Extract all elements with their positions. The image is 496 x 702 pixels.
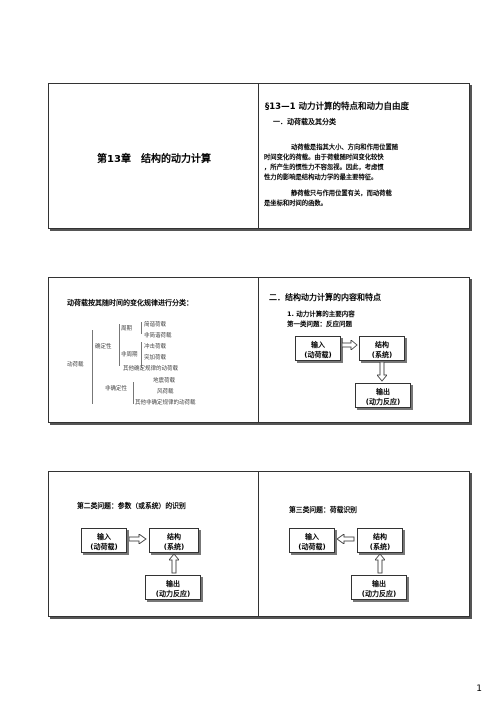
structure-box: 结构 (系统) — [149, 528, 199, 553]
arrow-up-icon — [169, 554, 179, 574]
arrow-right-icon — [129, 534, 147, 544]
page-number: 1 — [476, 684, 482, 694]
structure-label: 结构 — [373, 533, 387, 541]
tree-sudden: 突加荷载 — [144, 355, 167, 361]
tree-seismic: 地震荷载 — [153, 378, 176, 384]
input-label: 输入 — [97, 533, 111, 541]
input-sublabel: (动荷载) — [298, 543, 326, 551]
tree-nonharmonic: 非简谐荷载 — [144, 333, 172, 339]
slide-load-classification: 动荷载按其随时间的变化规律进行分类： 动荷载 确定性 周期 简谐荷载 非简谐荷载… — [48, 277, 260, 423]
tree-periodic: 周期 — [121, 326, 133, 332]
arrow-left-icon — [337, 534, 355, 544]
structure-sublabel: (系统) — [371, 351, 393, 359]
output-box: 输出 (动力反应) — [351, 575, 407, 600]
structure-label: 结构 — [167, 533, 181, 541]
tree-nondeterministic: 非确定性 — [105, 386, 128, 392]
output-label: 输出 — [166, 580, 180, 588]
tree-other-det: 其他确定规律的动荷载 — [123, 366, 179, 372]
slide-content-and-features: 二．结构动力计算的内容和特点 1. 动力计算的主要内容 第一类问题：反应问题 输… — [258, 277, 470, 423]
tree-harmonic: 简谐荷载 — [144, 322, 167, 328]
tree-impact: 冲击荷载 — [144, 344, 167, 350]
output-sublabel: (动力反应) — [365, 398, 401, 406]
problem3-title: 第三类问题：荷载识别 — [289, 506, 357, 514]
tree-bracket-root — [92, 330, 93, 404]
para1-line3: ，所产生的惯性力不容忽视。因此，考虑惯 — [264, 164, 384, 171]
section-title: §13—1 动力计算的特点和动力自由度 — [265, 102, 409, 112]
output-label: 输出 — [372, 580, 386, 588]
tree-other-nondet: 其他非确定规律的动荷载 — [135, 400, 196, 406]
input-box: 输入 (动荷载) — [295, 336, 341, 361]
input-box: 输入 (动荷载) — [81, 528, 127, 553]
arrow-right-icon — [342, 340, 358, 350]
structure-box: 结构 (系统) — [359, 336, 405, 361]
slide-parameter-identification: 第二类问题：参数（或系统）的识别 输入 (动荷载) 结构 (系统) 输出 (动力… — [48, 471, 260, 617]
problem2-title: 第二类问题：参数（或系统）的识别 — [77, 502, 186, 510]
slide-chapter-title: 第13章 结构的动力计算 — [48, 83, 260, 229]
tree-bracket-det — [119, 324, 120, 366]
tree-aperiodic: 非周期 — [121, 352, 138, 358]
tree-wind: 风荷载 — [157, 389, 174, 395]
input-sublabel: (动荷载) — [304, 351, 332, 359]
tree-bracket-nondet — [133, 382, 134, 404]
classification-title: 动荷载按其随时间的变化规律进行分类： — [67, 299, 193, 307]
structure-label: 结构 — [375, 341, 389, 349]
output-label: 输出 — [376, 388, 390, 396]
para1-line4: 性力的影响是结构动力学的最主要特征。 — [264, 174, 378, 181]
structure-box: 结构 (系统) — [357, 528, 403, 553]
input-label: 输入 — [305, 533, 319, 541]
output-sublabel: (动力反应) — [155, 590, 191, 598]
input-sublabel: (动荷载) — [90, 543, 118, 551]
slide-dynamic-load-intro: §13—1 动力计算的特点和动力自由度 一．动荷载及其分类 动荷载是指其大小、方… — [258, 83, 470, 229]
section-title: 二．结构动力计算的内容和特点 — [269, 293, 381, 302]
slide-load-identification: 第三类问题：荷载识别 输入 (动荷载) 结构 (系统) 输出 (动力反应) — [258, 471, 470, 617]
problem1-label: 第一类问题：反应问题 — [287, 320, 352, 328]
output-box: 输出 (动力反应) — [355, 383, 411, 408]
para1-line2: 时间变化的荷载。由于荷载随时间变化较快 — [264, 154, 384, 161]
structure-sublabel: (系统) — [163, 543, 185, 551]
para2-line1: 静荷载只与作用位置有关，而动荷载 — [291, 190, 392, 197]
item1-label: 1. 动力计算的主要内容 — [287, 310, 355, 318]
output-box: 输出 (动力反应) — [145, 575, 201, 600]
chapter-title: 第13章 结构的动力计算 — [97, 154, 211, 165]
arrow-down-icon — [377, 362, 387, 382]
output-sublabel: (动力反应) — [361, 590, 397, 598]
tree-deterministic: 确定性 — [95, 344, 112, 350]
arrow-up-icon — [375, 554, 385, 574]
para2-line2: 是坐标和时间的函数。 — [264, 200, 327, 207]
tree-bracket-periodic — [141, 322, 142, 334]
tree-bracket-aperiodic — [141, 342, 142, 368]
section-subtitle: 一．动荷载及其分类 — [273, 118, 336, 126]
input-label: 输入 — [311, 341, 325, 349]
structure-sublabel: (系统) — [369, 543, 391, 551]
para1-line1: 动荷载是指其大小、方向和作用位置随 — [291, 144, 399, 151]
input-box: 输入 (动荷载) — [289, 528, 335, 553]
tree-root: 动荷载 — [67, 362, 84, 368]
